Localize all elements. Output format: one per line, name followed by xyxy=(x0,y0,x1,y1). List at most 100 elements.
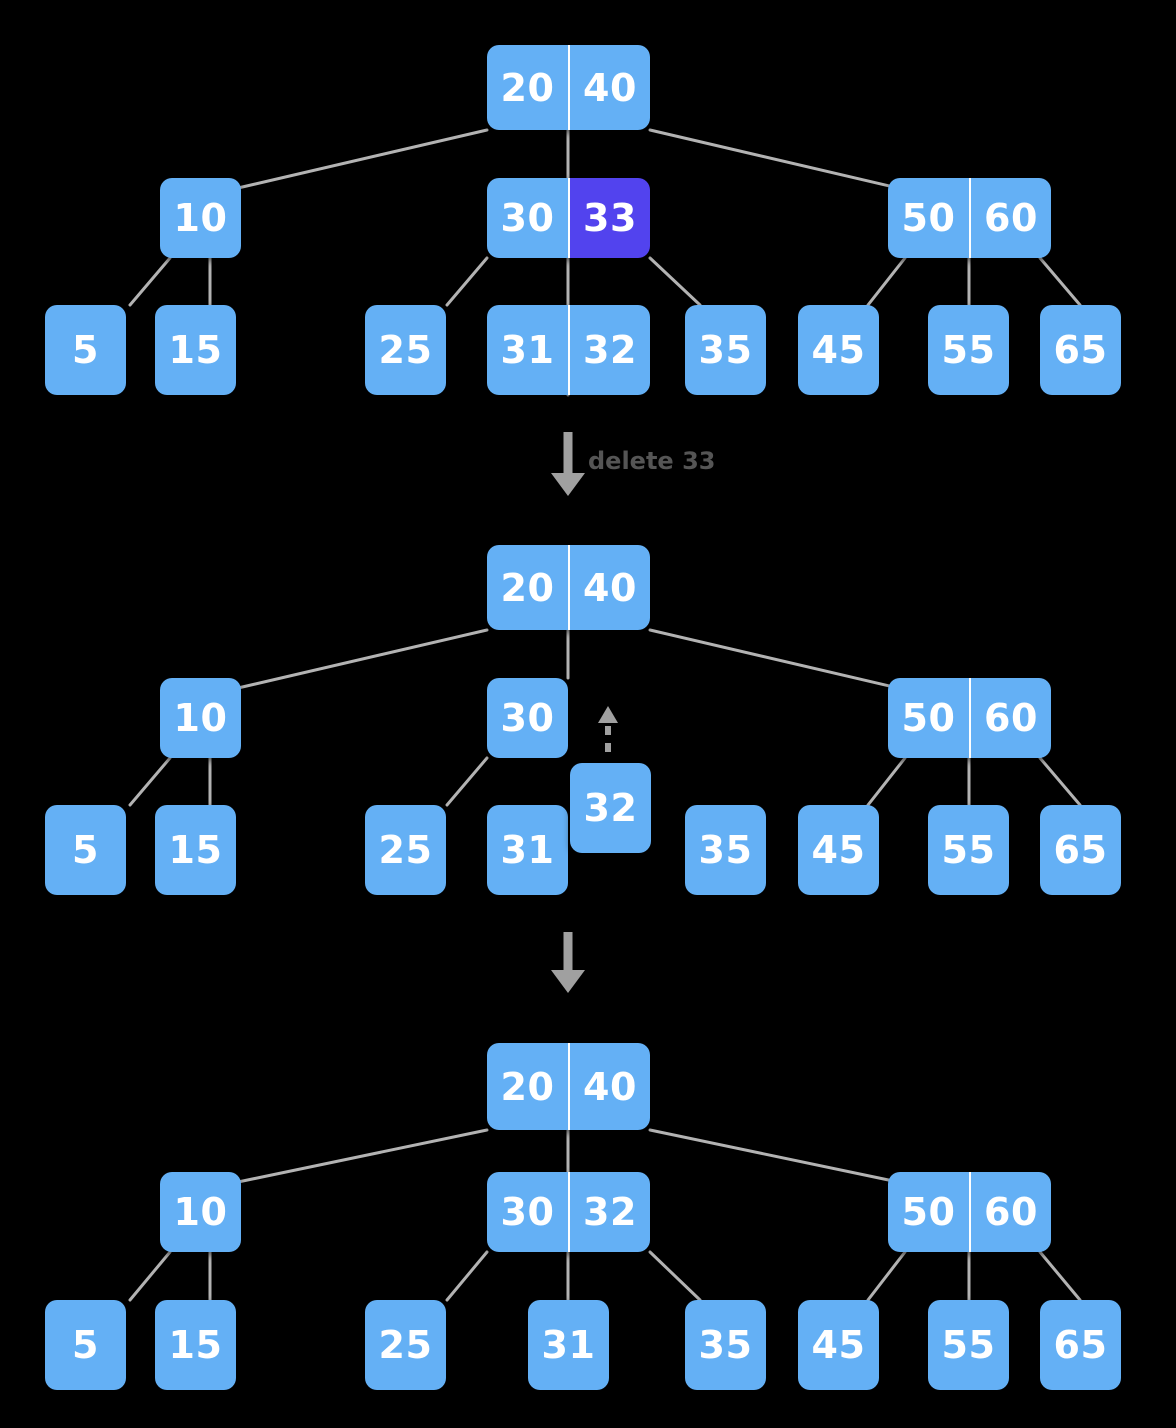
cell-t3-32[interactable]: 32 xyxy=(568,1172,650,1252)
edge-t3-root-right xyxy=(648,1128,900,1184)
node-t1-leaf-65[interactable]: 65 xyxy=(1040,305,1121,395)
node-t1-leaf-15[interactable]: 15 xyxy=(155,305,236,395)
edge-t2-50-left xyxy=(866,756,907,807)
edge-t2-10-left xyxy=(128,756,172,807)
node-t3-leaf-25[interactable]: 25 xyxy=(365,1300,446,1390)
node-t2-leaf-65[interactable]: 65 xyxy=(1040,805,1121,895)
cell-t2-10[interactable]: 10 xyxy=(160,678,241,758)
node-t2-leaf-5[interactable]: 5 xyxy=(45,805,126,895)
cell-t1-55[interactable]: 55 xyxy=(928,305,1009,395)
cell-t1-33-highlighted[interactable]: 33 xyxy=(568,178,650,258)
cell-t2-30[interactable]: 30 xyxy=(487,678,568,758)
cell-t2-60[interactable]: 60 xyxy=(969,678,1051,758)
cell-t3-55[interactable]: 55 xyxy=(928,1300,1009,1390)
cell-t3-50[interactable]: 50 xyxy=(888,1172,969,1252)
node-t2-10[interactable]: 10 xyxy=(160,678,241,758)
node-t1-10[interactable]: 10 xyxy=(160,178,241,258)
node-t3-leaf-65[interactable]: 65 xyxy=(1040,1300,1121,1390)
cell-t3-65[interactable]: 65 xyxy=(1040,1300,1121,1390)
node-t3-leaf-35[interactable]: 35 xyxy=(685,1300,766,1390)
node-t3-leaf-5[interactable]: 5 xyxy=(45,1300,126,1390)
cell-t1-root-20[interactable]: 20 xyxy=(487,45,568,130)
node-t1-leaf-45[interactable]: 45 xyxy=(798,305,879,395)
node-t2-30[interactable]: 30 xyxy=(487,678,568,758)
node-t2-leaf-15[interactable]: 15 xyxy=(155,805,236,895)
node-t1-30-33[interactable]: 30 33 xyxy=(487,178,650,258)
cell-t3-35[interactable]: 35 xyxy=(685,1300,766,1390)
cell-t2-50[interactable]: 50 xyxy=(888,678,969,758)
cell-t1-31[interactable]: 31 xyxy=(487,305,568,395)
edge-t1-30-left xyxy=(445,256,489,307)
cell-t3-15[interactable]: 15 xyxy=(155,1300,236,1390)
node-t3-leaf-15[interactable]: 15 xyxy=(155,1300,236,1390)
edge-t1-10-left xyxy=(128,256,172,307)
node-t3-30-32[interactable]: 30 32 xyxy=(487,1172,650,1252)
cell-t3-root-40[interactable]: 40 xyxy=(568,1043,650,1130)
node-t1-leaf-31-32[interactable]: 31 32 xyxy=(487,305,650,395)
node-t1-leaf-5[interactable]: 5 xyxy=(45,305,126,395)
cell-t1-30[interactable]: 30 xyxy=(487,178,568,258)
cell-t2-45[interactable]: 45 xyxy=(798,805,879,895)
node-t3-leaf-55[interactable]: 55 xyxy=(928,1300,1009,1390)
node-t3-leaf-45[interactable]: 45 xyxy=(798,1300,879,1390)
cell-t1-15[interactable]: 15 xyxy=(155,305,236,395)
node-t1-leaf-35[interactable]: 35 xyxy=(685,305,766,395)
node-t3-50-60[interactable]: 50 60 xyxy=(888,1172,1051,1252)
node-t2-root[interactable]: 20 40 xyxy=(487,545,650,630)
cell-t2-5[interactable]: 5 xyxy=(45,805,126,895)
cell-t3-45[interactable]: 45 xyxy=(798,1300,879,1390)
node-t1-leaf-25[interactable]: 25 xyxy=(365,305,446,395)
cell-t3-25[interactable]: 25 xyxy=(365,1300,446,1390)
cell-t1-root-40[interactable]: 40 xyxy=(568,45,650,130)
node-t3-10[interactable]: 10 xyxy=(160,1172,241,1252)
cell-t2-31[interactable]: 31 xyxy=(487,805,568,895)
cell-t3-60[interactable]: 60 xyxy=(969,1172,1051,1252)
node-t2-leaf-25[interactable]: 25 xyxy=(365,805,446,895)
cell-t1-45[interactable]: 45 xyxy=(798,305,879,395)
cell-t3-root-20[interactable]: 20 xyxy=(487,1043,568,1130)
node-t2-leaf-45[interactable]: 45 xyxy=(798,805,879,895)
node-t3-root[interactable]: 20 40 xyxy=(487,1043,650,1130)
edge-t3-60-right xyxy=(1038,1250,1082,1302)
cell-t1-25[interactable]: 25 xyxy=(365,305,446,395)
node-t1-leaf-55[interactable]: 55 xyxy=(928,305,1009,395)
cell-t2-15[interactable]: 15 xyxy=(155,805,236,895)
node-t2-leaf-32-floating[interactable]: 32 xyxy=(570,763,651,853)
cell-t3-10[interactable]: 10 xyxy=(160,1172,241,1252)
cell-t1-50[interactable]: 50 xyxy=(888,178,969,258)
cell-t2-root-20[interactable]: 20 xyxy=(487,545,568,630)
cell-t2-root-40[interactable]: 40 xyxy=(568,545,650,630)
node-t1-root[interactable]: 20 40 xyxy=(487,45,650,130)
edge-t3-32-right xyxy=(648,1250,702,1302)
node-t2-50-60[interactable]: 50 60 xyxy=(888,678,1051,758)
cell-t2-65[interactable]: 65 xyxy=(1040,805,1121,895)
cell-t1-60[interactable]: 60 xyxy=(969,178,1051,258)
edge-t1-root-left xyxy=(236,128,489,190)
edge-t2-60-right xyxy=(1038,756,1082,807)
node-t2-leaf-35[interactable]: 35 xyxy=(685,805,766,895)
node-t2-leaf-31[interactable]: 31 xyxy=(487,805,568,895)
edge-t3-50-left xyxy=(866,1250,907,1302)
cell-t1-5[interactable]: 5 xyxy=(45,305,126,395)
cell-t3-30[interactable]: 30 xyxy=(487,1172,568,1252)
cell-t3-5[interactable]: 5 xyxy=(45,1300,126,1390)
edge-t3-30-left xyxy=(445,1250,489,1302)
cell-t1-32[interactable]: 32 xyxy=(568,305,650,395)
cell-t1-10[interactable]: 10 xyxy=(160,178,241,258)
edge-t1-33-right xyxy=(648,256,702,307)
node-t3-leaf-31[interactable]: 31 xyxy=(528,1300,609,1390)
edge-t3-root-left xyxy=(236,1128,489,1184)
node-t2-leaf-55[interactable]: 55 xyxy=(928,805,1009,895)
cell-t1-65[interactable]: 65 xyxy=(1040,305,1121,395)
cell-t2-55[interactable]: 55 xyxy=(928,805,1009,895)
delete-step-label: delete 33 xyxy=(588,447,716,475)
cell-t2-35[interactable]: 35 xyxy=(685,805,766,895)
edge-t1-60-right xyxy=(1038,256,1082,307)
cell-t2-25[interactable]: 25 xyxy=(365,805,446,895)
cell-t1-35[interactable]: 35 xyxy=(685,305,766,395)
cell-t2-32[interactable]: 32 xyxy=(570,763,651,853)
edge-t2-30-left xyxy=(445,756,489,807)
node-t1-50-60[interactable]: 50 60 xyxy=(888,178,1051,258)
cell-t3-31[interactable]: 31 xyxy=(528,1300,609,1390)
